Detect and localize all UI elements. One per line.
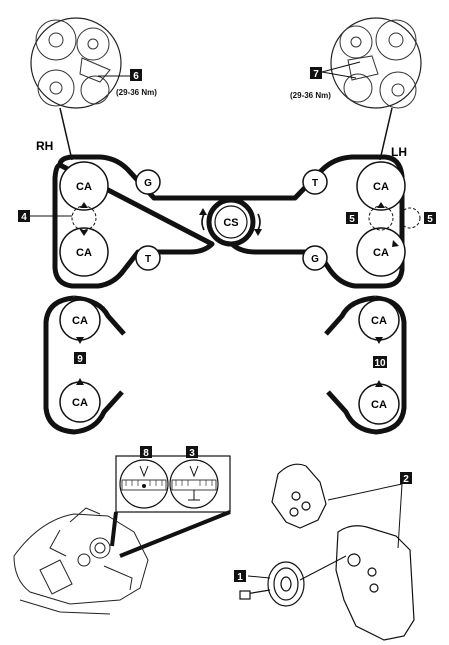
callout-6-label: 6 xyxy=(133,71,139,82)
cam-label: CA xyxy=(72,397,88,409)
cam-label: CA xyxy=(371,399,387,411)
cam-label: CA xyxy=(76,181,92,193)
belt-detail-10: CA CA xyxy=(324,295,407,435)
cam-label: CA xyxy=(76,247,92,259)
torque-spec-right: (29-36 Nm) xyxy=(290,91,331,100)
alignment-mark-lh-a xyxy=(368,205,394,231)
lh-label: LH xyxy=(391,145,407,159)
callout-3 xyxy=(186,446,198,458)
cam-label: CA xyxy=(72,315,88,327)
detail-circle-right xyxy=(321,17,422,109)
tensioner-label-upper: T xyxy=(312,178,318,189)
callout-9 xyxy=(74,352,86,364)
lower-cover xyxy=(335,525,415,641)
tensioner-pulley-lower: T xyxy=(135,245,161,271)
detail-circle-left xyxy=(30,17,132,109)
cam-pulley-rh-lower: CA xyxy=(59,227,109,277)
callout-5b-label: 5 xyxy=(427,214,433,225)
callout-7-label: 7 xyxy=(313,69,319,80)
callout-9-label: 9 xyxy=(77,354,83,365)
callout-1-label: 1 xyxy=(237,572,243,583)
callout-4 xyxy=(18,210,30,222)
tensioner-label-lower: T xyxy=(145,254,151,265)
gauge-3 xyxy=(169,459,219,509)
callout-10 xyxy=(373,356,387,368)
guide-label-upper: G xyxy=(144,178,152,189)
tensioner-pulley-upper: T xyxy=(302,169,328,195)
callout-8-label: 8 xyxy=(143,448,149,459)
rotation-arrow-left xyxy=(201,213,205,231)
cam-pulley-rh-upper: CA xyxy=(59,161,109,211)
torque-spec-left: (29-36 Nm) xyxy=(116,88,157,97)
rh-label: RH xyxy=(36,139,53,153)
crankshaft-pulley: CS xyxy=(206,197,256,247)
callout-10-label: 10 xyxy=(374,358,386,369)
crankshaft-label: CS xyxy=(223,217,238,229)
cam-label: CA xyxy=(371,315,387,327)
upper-cover xyxy=(271,463,327,529)
belt-detail-9: CA CA xyxy=(43,295,126,435)
timing-belt xyxy=(52,154,405,289)
callout-8 xyxy=(140,446,152,458)
cam-label: CA xyxy=(373,181,389,193)
callout-5a xyxy=(346,212,358,224)
cam-pulley-lh-upper: CA xyxy=(356,161,406,211)
cam-pulley-lh-lower: CA xyxy=(356,227,406,277)
engine-sketch xyxy=(13,507,149,615)
guide-label-lower: G xyxy=(311,254,319,265)
callout-2-label: 2 xyxy=(403,474,409,485)
callout-7 xyxy=(310,67,322,79)
callout-6 xyxy=(130,69,142,81)
alignment-mark-rh xyxy=(71,205,97,231)
gauge-8 xyxy=(119,459,169,509)
callout-3-label: 3 xyxy=(189,448,195,459)
callout-2 xyxy=(400,472,412,484)
crank-pulley-part xyxy=(239,561,305,607)
callout-5b xyxy=(424,212,436,224)
callout-1 xyxy=(234,570,246,582)
guide-pulley-upper: G xyxy=(135,169,161,195)
rotation-arrow-right xyxy=(257,213,261,231)
callout-5a-label: 5 xyxy=(349,214,355,225)
alignment-mark-lh-b xyxy=(399,207,421,229)
cam-label: CA xyxy=(373,247,389,259)
callout-4-label: 4 xyxy=(21,212,27,223)
guide-pulley-lower: G xyxy=(302,245,328,271)
